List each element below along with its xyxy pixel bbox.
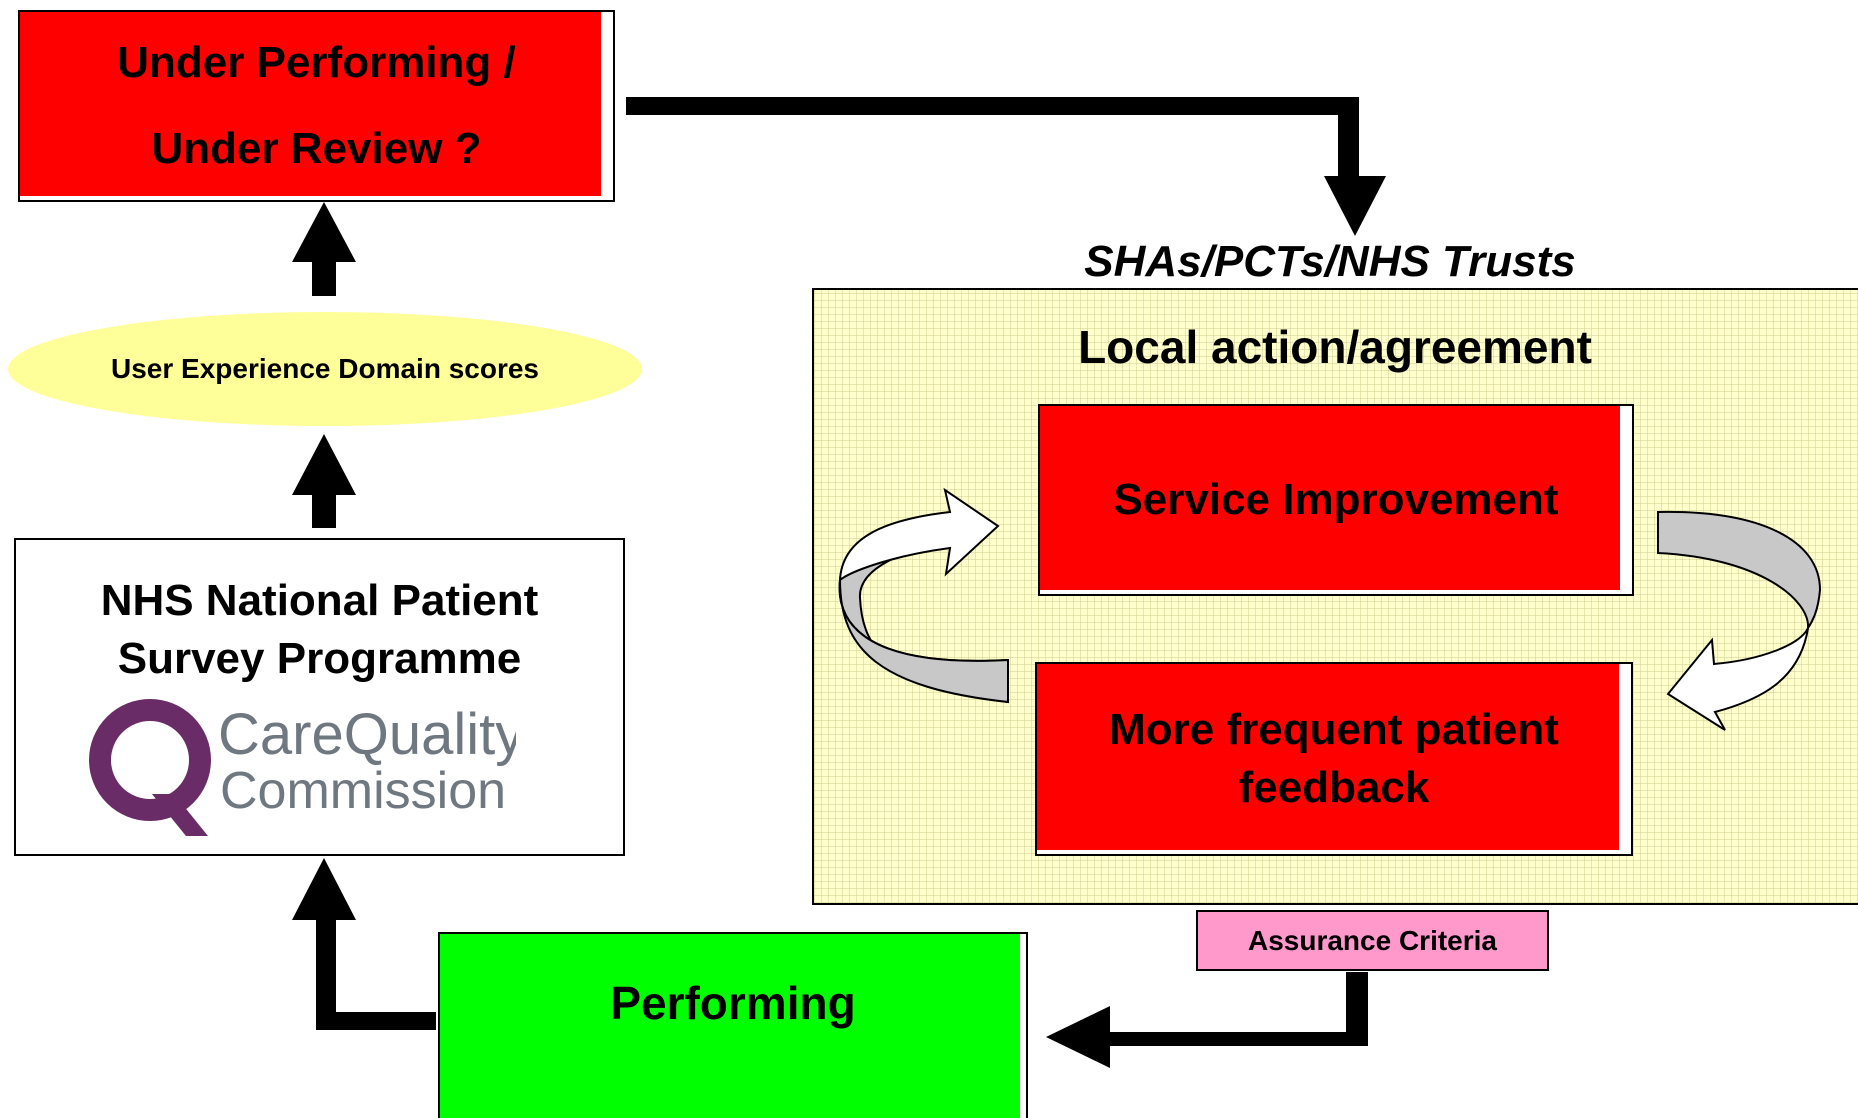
arrow-up-to-survey xyxy=(292,858,436,1030)
patient-feedback-line1: More frequent patient xyxy=(1109,705,1559,754)
cycle-band-right xyxy=(1657,510,1822,632)
under-review-line2: Under Review ? xyxy=(151,124,482,173)
under-review-line1: Under Performing / xyxy=(117,38,516,87)
arrow-up-to-review xyxy=(292,202,356,296)
domain-scores-label: User Experience Domain scores xyxy=(111,353,539,384)
route-line-to-trusts xyxy=(626,97,1359,180)
cycle-arrowhead-right xyxy=(1666,627,1809,731)
performing-label: Performing xyxy=(610,977,856,1029)
local-action-panel xyxy=(812,288,1858,905)
arrow-up-to-scores xyxy=(292,434,356,528)
route-line-to-performing xyxy=(1110,972,1368,1046)
patient-feedback-line2: feedback xyxy=(1238,763,1430,812)
care-quality-commission-logo: CareQuality Commission xyxy=(89,699,516,836)
under-review-box: Under Performing / Under Review ? xyxy=(18,10,615,202)
domain-scores-ellipse: User Experience Domain scores xyxy=(8,312,642,426)
survey-programme-line1: NHS National Patient xyxy=(100,576,539,625)
logo-text-line1: CareQuality xyxy=(218,702,516,767)
logo-q-ring xyxy=(89,699,211,821)
local-action-title: Local action/agreement xyxy=(1078,321,1592,373)
assurance-criteria-label: Assurance Criteria xyxy=(1247,924,1497,956)
cycle-arrowhead-left xyxy=(838,487,1000,583)
service-improvement-label: Service Improvement xyxy=(1113,475,1559,524)
organisations-label: SHAs/PCTs/NHS Trusts xyxy=(1084,237,1576,286)
service-improvement-box: Service Improvement xyxy=(1038,404,1634,596)
patient-feedback-box: More frequent patient feedback xyxy=(1035,662,1633,856)
logo-q-tail xyxy=(152,794,208,836)
performing-box: Performing xyxy=(438,932,1028,1118)
arrow-down-to-trusts xyxy=(1324,176,1386,236)
logo-text-line2: Commission xyxy=(220,762,506,820)
assurance-criteria-box: Assurance Criteria xyxy=(1196,910,1549,971)
survey-programme-line2: Survey Programme xyxy=(117,634,522,683)
arrow-left-to-performing xyxy=(1046,1006,1110,1068)
